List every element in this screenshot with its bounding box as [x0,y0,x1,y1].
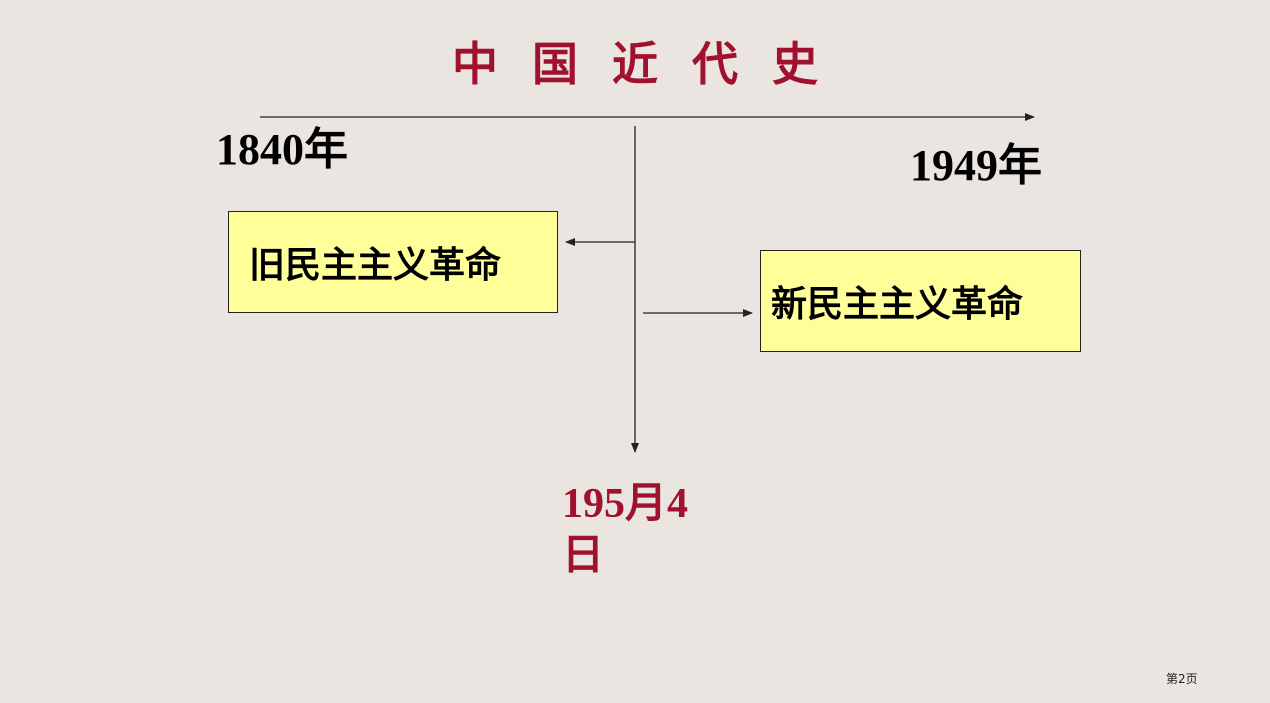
old-democratic-revolution-box: 旧民主主义革命 [228,211,558,313]
start-year-label: 1840年 [216,125,348,174]
new-democratic-revolution-box: 新民主主义革命 [760,250,1081,352]
old-democratic-revolution-label: 旧民主主义革命 [249,245,502,286]
end-year-label: 1949年 [910,141,1042,190]
split-date-label: 195月4日 [562,481,689,579]
slide-title: 中国近代史 [452,37,852,91]
new-democratic-revolution-label: 新民主主义革命 [771,284,1024,325]
page-number: 第2页 [1166,672,1198,686]
